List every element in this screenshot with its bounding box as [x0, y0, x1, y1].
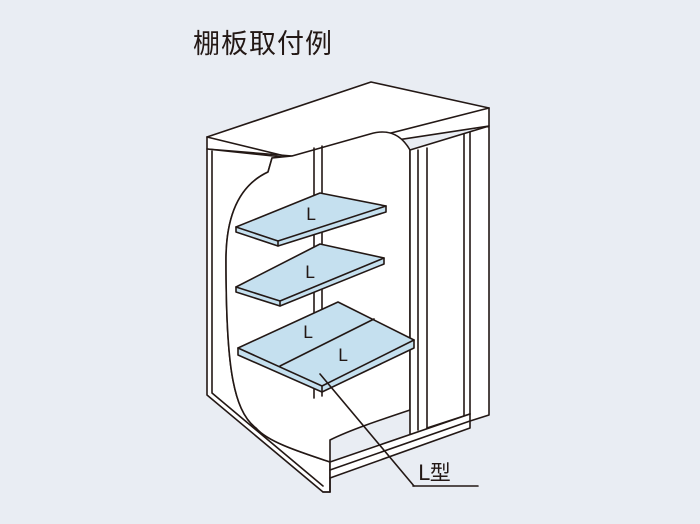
- shelf-label-4: L: [338, 346, 348, 366]
- cabinet-right-panel: [409, 125, 490, 441]
- callout-label: L型: [418, 461, 451, 485]
- diagram-title: 棚板取付例: [193, 29, 333, 60]
- shelf-label-3: L: [303, 323, 313, 343]
- cabinet-bottom: [322, 413, 471, 493]
- callout-leader-line: [319, 373, 479, 487]
- shelf-label-2: L: [305, 263, 315, 283]
- shelf-top: [235, 192, 387, 247]
- shelf-label-1: L: [306, 205, 316, 225]
- shelf-middle: [235, 243, 385, 307]
- shelf-bottom: [237, 301, 415, 393]
